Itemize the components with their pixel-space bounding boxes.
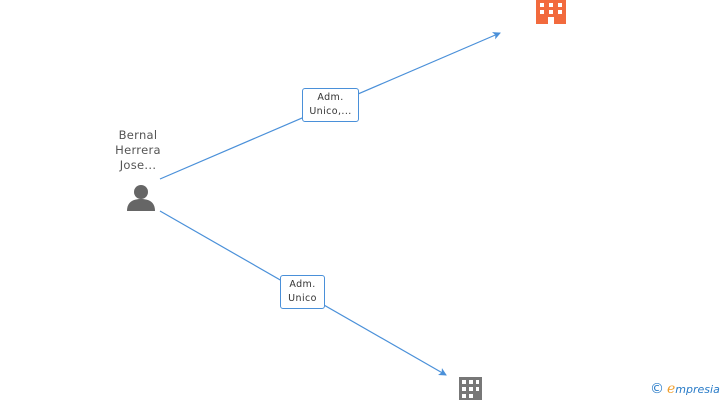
empresia-watermark[interactable]: © e mpresia [650,380,720,398]
brand-initial: e [667,381,676,397]
relation-line: Adm. [289,279,316,290]
person-name-line: Jose... [119,158,157,172]
brand-name: mpresia [675,382,720,396]
building-icon[interactable] [536,0,566,24]
person-name-label[interactable]: Bernal Herrera Jose... [100,128,176,173]
relation-line: Unico [288,293,317,304]
relation-label-1[interactable]: Adm. Unico,... [302,88,359,122]
copyright-icon: © [650,381,664,397]
relation-line: Unico,... [309,106,352,117]
person-name-line: Bernal [118,128,158,142]
person-icon[interactable] [127,185,155,211]
person-name-line: Herrera [115,143,161,157]
building-icon[interactable] [459,377,482,400]
relation-line: Adm. [317,92,344,103]
relation-label-2[interactable]: Adm. Unico [280,275,325,309]
